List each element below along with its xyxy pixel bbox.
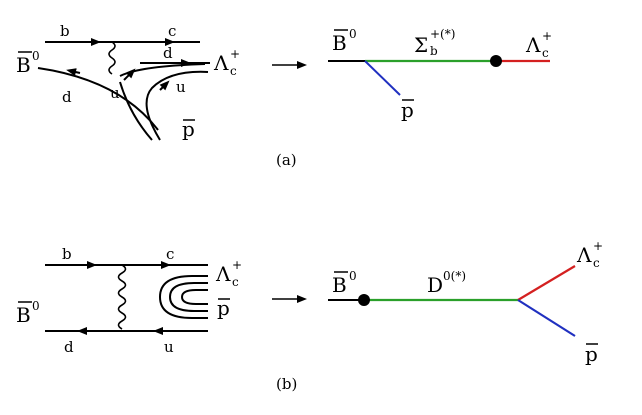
quark-label-c: c: [168, 22, 176, 40]
lambda-c-label-left: Λ + c: [215, 258, 242, 289]
svg-text:Λ: Λ: [213, 51, 229, 75]
svg-text:p: p: [217, 296, 230, 320]
b0-label-right: B 0: [332, 269, 357, 297]
quark-label-d: d: [64, 338, 74, 356]
svg-text:Σ: Σ: [414, 33, 428, 57]
svg-text:B: B: [332, 273, 347, 297]
quark-label-c: c: [166, 245, 174, 263]
pbar-line: [517, 299, 576, 337]
panel-b: b c d u B 0 Λ + c p B 0: [16, 239, 603, 393]
vertex-dot: [358, 294, 370, 306]
lambda-c-label-right: Λ + c: [576, 239, 603, 270]
svg-text:0: 0: [349, 269, 357, 283]
pbar-label-left: p: [182, 117, 195, 141]
svg-text:p: p: [182, 117, 195, 141]
svg-text:p: p: [401, 98, 414, 122]
diquark-pair-outer: [158, 275, 208, 319]
b0-label-left: B 0: [16, 49, 40, 77]
sigma-b-label: Σ +(*) b: [414, 27, 455, 58]
d-quark-curve-bottom: [37, 67, 159, 131]
b0-label-left: B 0: [16, 299, 40, 327]
panel-a-hadron-diagram: [328, 55, 550, 96]
quark-arrow: [123, 68, 136, 81]
svg-text:c: c: [230, 64, 237, 78]
svg-text:0: 0: [32, 49, 40, 63]
quark-label-b: b: [60, 22, 70, 40]
d-meson-label: D 0(*): [427, 269, 466, 297]
panel-a-quark-diagram: [37, 38, 210, 141]
svg-text:B: B: [16, 303, 31, 327]
caption-a: (a): [276, 151, 297, 169]
u-quark-curve: [119, 63, 206, 77]
svg-text:+: +: [542, 29, 552, 43]
svg-text:+: +: [230, 47, 240, 61]
w-boson-wiggle: [108, 41, 116, 75]
panel-b-quark-diagram: [45, 261, 208, 335]
pbar-label-right: p: [401, 98, 414, 122]
diquark-pair-middle: [168, 282, 208, 312]
panel-a: b c d u u d B 0 Λ + c p: [16, 22, 552, 169]
quark-label-b: b: [62, 245, 72, 263]
b0-label-right: B 0: [332, 27, 357, 55]
svg-text:0(*): 0(*): [443, 269, 466, 283]
svg-text:Λ: Λ: [525, 33, 541, 57]
svg-text:Λ: Λ: [576, 243, 592, 267]
svg-text:0: 0: [32, 299, 40, 313]
quark-label-d-low: d: [62, 88, 72, 106]
svg-text:B: B: [332, 31, 347, 55]
svg-text:c: c: [593, 256, 600, 270]
quark-label-u-mid: u: [110, 84, 120, 102]
u-line-down: [119, 81, 153, 141]
svg-text:B: B: [16, 53, 31, 77]
svg-text:c: c: [232, 275, 239, 289]
caption-b: (b): [276, 375, 297, 393]
quark-label-u-right: u: [176, 78, 186, 96]
quark-arrow: [66, 68, 81, 76]
quark-label-u: u: [164, 338, 174, 356]
panel-b-hadron-diagram: [328, 265, 576, 337]
pbar-label-right: p: [585, 342, 598, 366]
svg-text:+: +: [232, 258, 242, 272]
svg-text:b: b: [430, 44, 438, 58]
diquark-pair-inner: [180, 289, 208, 305]
svg-text:Λ: Λ: [215, 262, 231, 286]
svg-text:p: p: [585, 342, 598, 366]
vertex-dot: [490, 55, 502, 67]
quark-arrow: [159, 80, 170, 91]
pbar-label-left: p: [217, 296, 230, 320]
quark-label-d-top: d: [163, 44, 173, 62]
svg-text:c: c: [542, 46, 549, 60]
w-boson-wiggle: [117, 264, 127, 330]
lambda-c-label-right: Λ + c: [525, 29, 552, 60]
lambda-c-label-left: Λ + c: [213, 47, 240, 78]
pbar-line: [364, 60, 401, 96]
svg-text:D: D: [427, 273, 443, 297]
svg-text:0: 0: [349, 27, 357, 41]
lambda-c-line: [517, 265, 576, 301]
svg-text:+: +: [593, 239, 603, 253]
svg-text:+(*): +(*): [430, 27, 455, 41]
